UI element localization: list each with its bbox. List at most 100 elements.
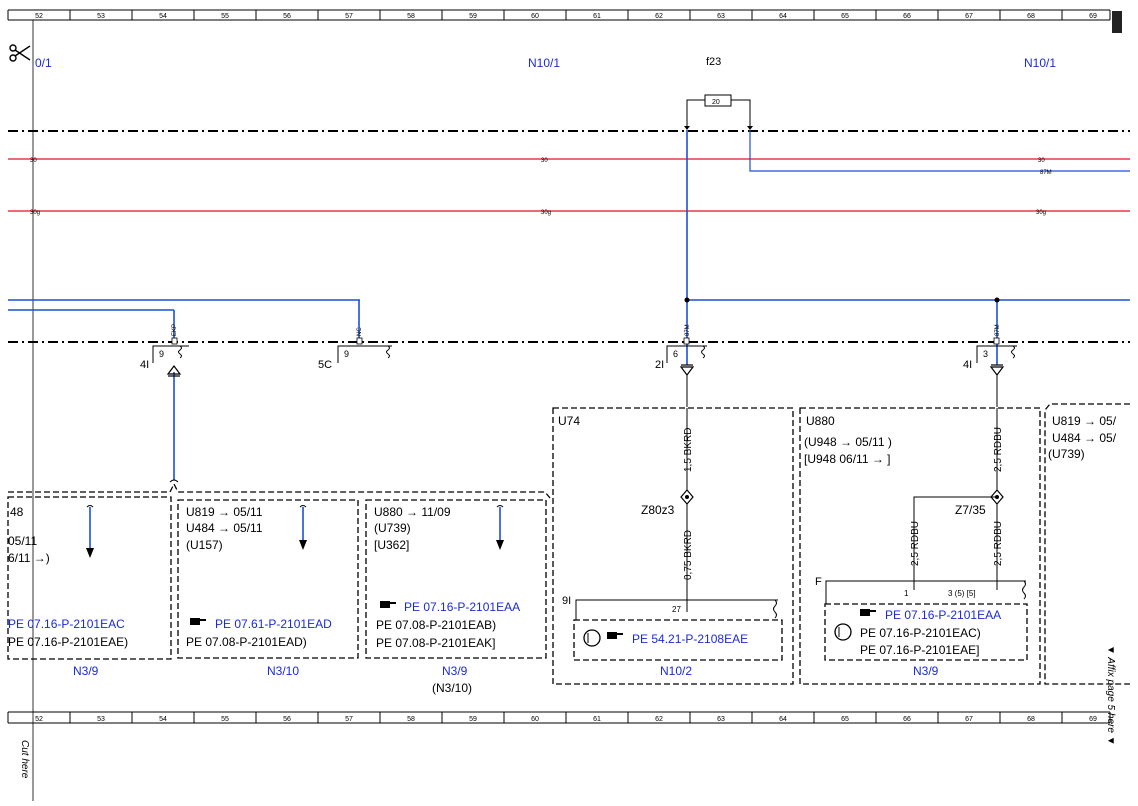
svg-text:U74: U74	[558, 414, 580, 428]
svg-text:27: 27	[672, 605, 681, 614]
module-box-2: U819 → 05/11 U484 → 05/11 (U157) PE 07.6…	[177, 499, 359, 678]
ruler-label: 61	[593, 13, 601, 20]
svg-text:PE 07.16-P-2101EAA: PE 07.16-P-2101EAA	[885, 608, 1001, 622]
svg-text:PE 07.08-P-2101EAD): PE 07.08-P-2101EAD)	[186, 635, 307, 649]
ruler-label: 58	[407, 13, 415, 20]
svg-text:30: 30	[30, 158, 37, 164]
ruler-label: 53	[97, 13, 105, 20]
svg-text:(U739): (U739)	[374, 521, 411, 535]
svg-text:4I: 4I	[963, 359, 972, 371]
connector-1: 9 4I EKP	[140, 324, 189, 377]
ruler-label: 69	[1089, 716, 1097, 723]
scissors-icon	[9, 44, 31, 62]
svg-text:PE 07.08-P-2101EAB): PE 07.08-P-2101EAB)	[376, 618, 496, 632]
ruler-label: 66	[903, 716, 911, 723]
svg-text:6/11 →): 6/11 →)	[8, 551, 50, 565]
module-box-u880: U880 (U948 → 05/11 ) [U948 06/11 → ] 2,5…	[799, 407, 1041, 685]
ruler-label: 67	[965, 716, 973, 723]
module-box-u74: U74 1,5 BKRD Z80z3 0,75 BKRD 9I 27 PE 54…	[552, 407, 794, 685]
svg-text:0,75 BKRD: 0,75 BKRD	[683, 530, 694, 580]
ruler-label: 69	[1089, 13, 1097, 20]
svg-text:1: 1	[904, 589, 909, 598]
corner-mark-icon	[1112, 11, 1122, 33]
ruler-label: 61	[593, 716, 601, 723]
hand-pointer-icon	[380, 601, 396, 608]
svg-text:PE 07.16-P-2101EAC): PE 07.16-P-2101EAC)	[860, 626, 981, 640]
transistor-icon	[583, 629, 601, 647]
ruler-label: 56	[283, 13, 291, 20]
svg-text:PE 54.21-P-2108EAE: PE 54.21-P-2108EAE	[632, 632, 748, 646]
ruler-label: 59	[469, 716, 477, 723]
svg-text:4I: 4I	[140, 359, 149, 371]
svg-text:(U739): (U739)	[1048, 447, 1085, 461]
svg-text:2,5 RDBU: 2,5 RDBU	[993, 427, 1004, 472]
svg-text:30: 30	[1038, 158, 1045, 164]
svg-text:F: F	[815, 576, 822, 588]
svg-text:87M: 87M	[685, 324, 691, 336]
svg-text:N3/9: N3/9	[442, 664, 468, 678]
svg-text:U819 → 05/: U819 → 05/	[1052, 414, 1117, 428]
ruler-label: 64	[779, 716, 787, 723]
connector-3: 6 2I 87M	[655, 324, 707, 407]
ruler-label: 60	[531, 13, 539, 20]
ruler-label: 68	[1027, 716, 1035, 723]
mid-ref: N10/1	[528, 56, 560, 70]
cut-here-label: Cut here	[19, 740, 30, 779]
ruler-label: 57	[345, 13, 353, 20]
hand-pointer-icon	[190, 618, 206, 625]
svg-text:30g: 30g	[1036, 210, 1046, 216]
svg-text:U484 → 05/: U484 → 05/	[1052, 431, 1117, 445]
affix-label: ▼ Affix page 5 here ▼	[1105, 645, 1116, 746]
svg-text:9: 9	[159, 349, 164, 359]
fuse-ref: f23	[706, 56, 721, 68]
ruler-label: 54	[159, 716, 167, 723]
svg-text:U819 → 05/11: U819 → 05/11	[186, 505, 263, 519]
svg-text:9: 9	[344, 349, 349, 359]
ruler-label: 62	[655, 716, 663, 723]
connector-2: 9 5C NC	[318, 327, 392, 371]
ruler-label: 64	[779, 13, 787, 20]
ruler-label: 58	[407, 716, 415, 723]
blue-wires	[8, 130, 1130, 555]
svg-text:Z80z3: Z80z3	[641, 503, 675, 517]
svg-text:30: 30	[541, 158, 548, 164]
svg-text:Z7/35: Z7/35	[955, 503, 986, 517]
ruler-label: 62	[655, 13, 663, 20]
svg-text:[U362]: [U362]	[374, 538, 409, 552]
connector-4: 3 4I 87M	[963, 324, 1017, 407]
svg-text:05/11: 05/11	[8, 534, 37, 548]
svg-text:N3/9: N3/9	[913, 664, 939, 678]
svg-text:(N3/10): (N3/10)	[432, 681, 472, 695]
svg-text:30g: 30g	[541, 210, 551, 216]
supply-line-30g: 30g 30g 30g	[8, 210, 1130, 216]
svg-text:3 (5) [5]: 3 (5) [5]	[948, 589, 976, 598]
svg-text:(U948 → 05/11 ): (U948 → 05/11 )	[804, 435, 892, 449]
ruler-label: 54	[159, 13, 167, 20]
svg-text:N3/9: N3/9	[73, 664, 99, 678]
svg-text:1,5 BKRD: 1,5 BKRD	[683, 428, 694, 472]
arrow-icons	[86, 479, 504, 558]
svg-text:30g: 30g	[30, 210, 40, 216]
ruler-label: 65	[841, 716, 849, 723]
svg-text:PE 07.16-P-2101EAC: PE 07.16-P-2101EAC	[8, 617, 125, 631]
svg-text:2I: 2I	[655, 359, 664, 371]
svg-text:PE 07.16-P-2101EAE]: PE 07.16-P-2101EAE]	[860, 643, 979, 657]
ruler-label: 52	[35, 716, 43, 723]
module-box-1: 48 05/11 6/11 →) PE 07.16-P-2101EAC PE 0…	[7, 496, 172, 678]
fuse-value: 20	[712, 99, 720, 106]
ruler-label: 52	[35, 13, 43, 20]
ruler-label: 60	[531, 716, 539, 723]
svg-text:9I: 9I	[562, 595, 571, 607]
svg-text:5C: 5C	[318, 359, 332, 371]
svg-text:PE 07.16-P-2101EAE): PE 07.16-P-2101EAE)	[8, 635, 128, 649]
svg-text:(U157): (U157)	[186, 538, 223, 552]
svg-text:NC: NC	[357, 327, 363, 336]
ruler-label: 65	[841, 13, 849, 20]
module-box-3: U880 → 11/09 (U739) [U362] PE 07.16-P-21…	[365, 499, 547, 695]
ruler-label: 55	[221, 716, 229, 723]
module-box-6: U819 → 05/ U484 → 05/ (U739)	[1044, 403, 1130, 685]
line-87m-label: 87M	[1040, 170, 1052, 176]
